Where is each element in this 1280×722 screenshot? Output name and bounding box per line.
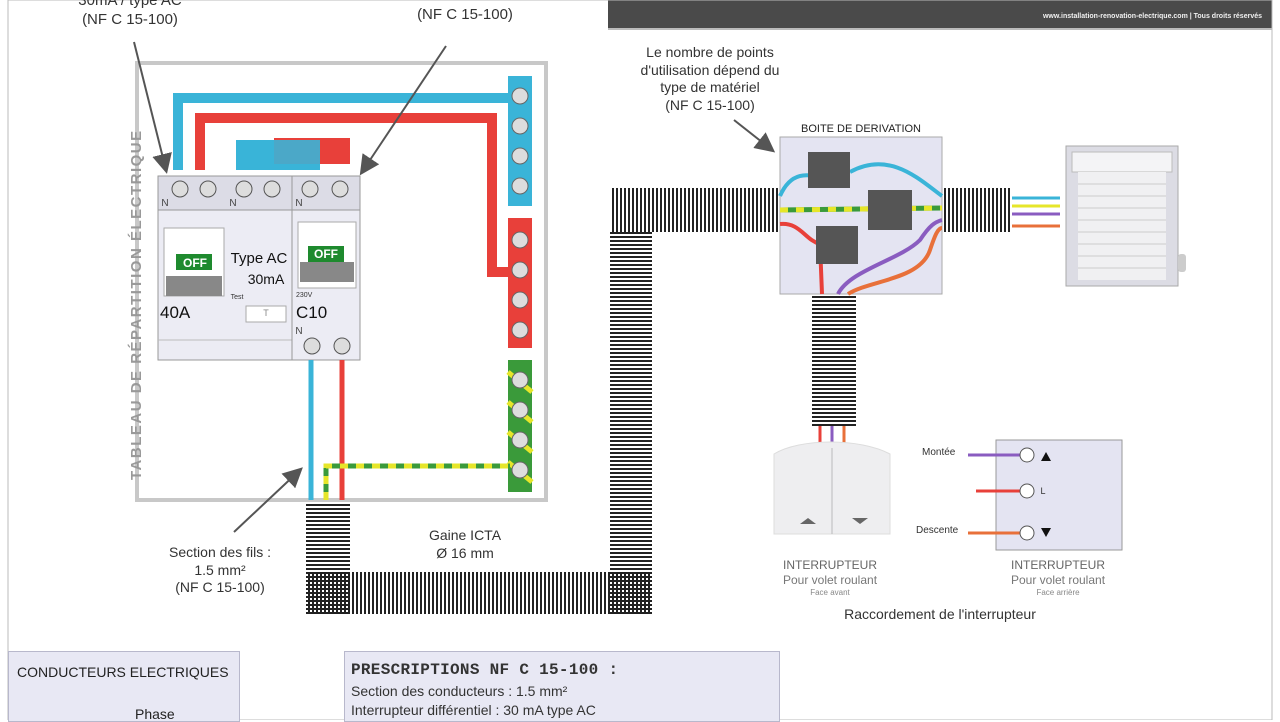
breaker-off-label: OFF — [314, 247, 338, 261]
switch-back-caption: INTERRUPTEUR Pour volet roulant Face arr… — [1010, 558, 1106, 597]
diff-test-button: T — [263, 308, 269, 318]
breaker-neutral-label: N — [295, 198, 303, 209]
diff-neutral-label-2: N — [229, 198, 237, 209]
diff-test-label: Test — [230, 294, 244, 301]
circuit-breaker — [291, 175, 361, 361]
junction-box-title: BOITE DE DERIVATION — [801, 123, 921, 135]
diff-sensitivity-label: 30mA — [247, 271, 285, 287]
terminal-rail-phase — [508, 218, 532, 348]
switch-descente-label: Descente — [916, 525, 959, 536]
panel-vertical-title: TABLEAU DE RÉPARTITION ÉLECTRIQUE — [128, 129, 145, 480]
prescriptions-line1: Section des conducteurs : 1.5 mm² — [351, 683, 568, 699]
gaine-icta — [306, 188, 1012, 614]
page-frame — [7, 0, 1273, 720]
site-banner: www.installation-renovation-electrique.c… — [608, 0, 1272, 30]
connection-caption: Raccordement de l'interrupteur — [844, 606, 1036, 622]
rolling-shutter — [1065, 145, 1186, 287]
switch-montee-label: Montée — [922, 447, 956, 458]
annotation-section: Section des fils : 1.5 mm² (NF C 15-100) — [169, 544, 271, 595]
differential-switch — [157, 175, 293, 361]
terminal-rail-neutral — [508, 76, 532, 206]
annotation-points: Le nombre de points d'utilisation dépend… — [640, 44, 780, 113]
phase-wire-top — [195, 113, 520, 277]
switch-back-face — [968, 439, 1123, 551]
junction-box — [779, 136, 943, 295]
diff-rating-label: 40A — [160, 303, 191, 322]
switch-front-face — [773, 426, 891, 535]
legend-phase-label: Phase — [135, 706, 175, 722]
prescriptions-line2: Interrupteur différentiel : 30 mA type A… — [351, 702, 596, 718]
breaker-neutral-label-2: N — [295, 326, 303, 337]
annotation-gaine: Gaine ICTA Ø 16 mm — [428, 527, 502, 561]
breaker-voltage-label: 230V — [296, 292, 313, 299]
prescriptions-title: PRESCRIPTIONS NF C 15-100 : — [351, 661, 619, 679]
diff-type-label: Type AC — [230, 250, 288, 267]
annotation-breaker: (NF C 15-100) — [417, 6, 513, 23]
breaker-rating-label: C10 — [296, 303, 328, 322]
terminal-rail-earth — [506, 360, 534, 492]
annotation-differential: 30mA / type AC (NF C 15-100) — [78, 0, 182, 28]
banner-text: www.installation-renovation-electrique.c… — [1042, 13, 1262, 20]
legend-title: CONDUCTEURS ELECTRIQUES — [17, 664, 229, 680]
switch-front-caption: INTERRUPTEUR Pour volet roulant Face ava… — [782, 558, 878, 597]
prescriptions-panel: PRESCRIPTIONS NF C 15-100 : Section des … — [344, 651, 780, 722]
diff-off-label: OFF — [183, 256, 207, 270]
diff-neutral-label: N — [161, 198, 169, 209]
neutral-wire-top — [173, 93, 520, 170]
switch-l-label: L — [1040, 486, 1046, 496]
legend-panel: CONDUCTEURS ELECTRIQUES Phase — [8, 651, 240, 722]
